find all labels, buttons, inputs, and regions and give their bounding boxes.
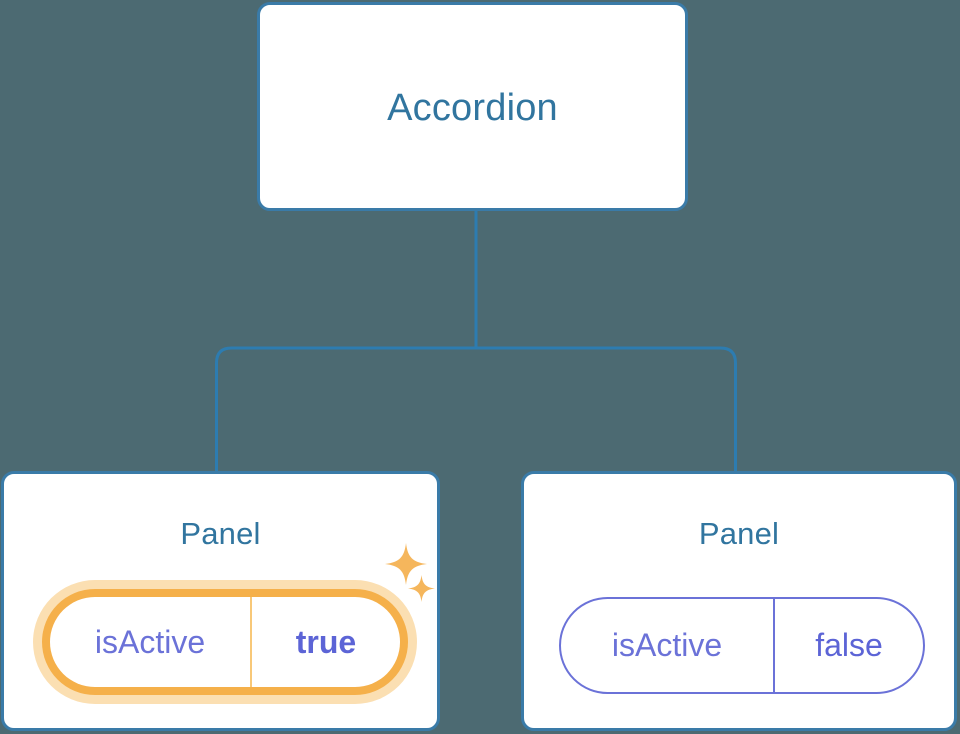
prop-pill-divider [250,597,252,687]
prop-pill-key: isActive [611,627,723,663]
node-accordion[interactable]: Accordion [257,2,688,211]
prop-pill-isactive-true[interactable]: isActive true [50,597,400,687]
node-accordion-title: Accordion [387,87,558,129]
prop-pill-isactive-false[interactable]: isActive false [559,597,925,694]
prop-pill-highlight-ring: isActive true [42,589,408,695]
prop-pill-highlight-glow: isActive true [33,580,417,704]
node-panel-inactive[interactable]: Panel isActive false [521,471,957,731]
node-panel-active[interactable]: Panel isActive true [1,471,440,731]
node-panel-active-title: Panel [180,516,261,551]
prop-pill-key: isActive [94,623,206,660]
connector-branch-bus [215,346,737,471]
prop-pill-divider [773,599,775,692]
prop-pill-value: true [295,623,357,660]
node-panel-inactive-title: Panel [698,516,780,551]
prop-pill-value: false [815,627,883,663]
